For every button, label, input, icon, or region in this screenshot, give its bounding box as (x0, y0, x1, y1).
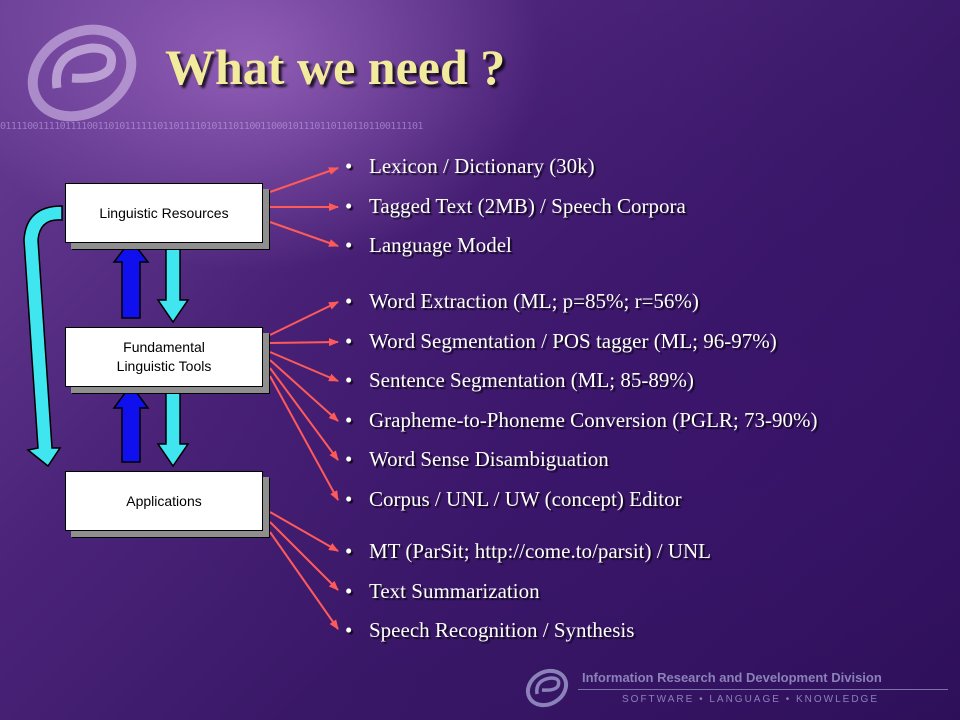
linguistic-resources-label: Linguistic Resources (99, 204, 229, 221)
blue-up-arrow-upper (112, 238, 150, 319)
list-item: Corpus / UNL / UW (concept) Editor (345, 484, 818, 524)
tools-arrows (269, 301, 339, 501)
linguistic-tools-box: Fundamental Linguistic Tools (65, 327, 263, 387)
tools-list: Word Extraction (ML; p=85%; r=56%) Word … (345, 286, 818, 523)
list-item: Sentence Segmentation (ML; 85-89%) (345, 365, 818, 405)
cyan-curved-arrow (23, 205, 63, 468)
cyan-down-arrow-lower (156, 391, 190, 468)
list-item: Language Model (345, 230, 686, 270)
footer-tagline: SOFTWARE • LANGUAGE • KNOWLEDGE (622, 694, 879, 705)
e-logo-small-icon (525, 668, 569, 708)
list-item: Word Extraction (ML; p=85%; r=56%) (345, 286, 818, 326)
footer-division: Information Research and Development Div… (582, 670, 882, 685)
list-item: Tagged Text (2MB) / Speech Corpora (345, 191, 686, 231)
page-title: What we need ? (165, 39, 506, 95)
list-item: Text Summarization (345, 576, 711, 616)
list-item: Word Sense Disambiguation (345, 444, 818, 484)
footer: Information Research and Development Div… (522, 664, 952, 714)
binary-strip: 0111100111101111001101011111101101111010… (0, 121, 423, 132)
list-item: MT (ParSit; http://come.to/parsit) / UNL (345, 536, 711, 576)
applications-label: Applications (126, 492, 202, 509)
applications-arrows (269, 511, 339, 630)
list-item: Speech Recognition / Synthesis (345, 615, 711, 655)
linguistic-tools-label: Fundamental Linguistic Tools (117, 338, 212, 376)
footer-divider (578, 689, 948, 690)
applications-box: Applications (65, 471, 263, 531)
resources-list: Lexicon / Dictionary (30k) Tagged Text (… (345, 151, 686, 270)
e-logo-icon (27, 24, 137, 122)
linguistic-tools-label-line2: Linguistic Tools (116, 358, 212, 374)
linguistic-resources-box: Linguistic Resources (65, 183, 263, 243)
cyan-down-arrow-upper (156, 247, 190, 324)
list-item: Word Segmentation / POS tagger (ML; 96-9… (345, 326, 818, 366)
list-item: Lexicon / Dictionary (30k) (345, 151, 686, 191)
applications-list: MT (ParSit; http://come.to/parsit) / UNL… (345, 536, 711, 655)
resources-arrows (269, 167, 339, 247)
list-item: Grapheme-to-Phoneme Conversion (PGLR; 73… (345, 405, 818, 445)
linguistic-tools-label-line1: Fundamental (123, 339, 205, 355)
blue-up-arrow-lower (112, 383, 150, 463)
